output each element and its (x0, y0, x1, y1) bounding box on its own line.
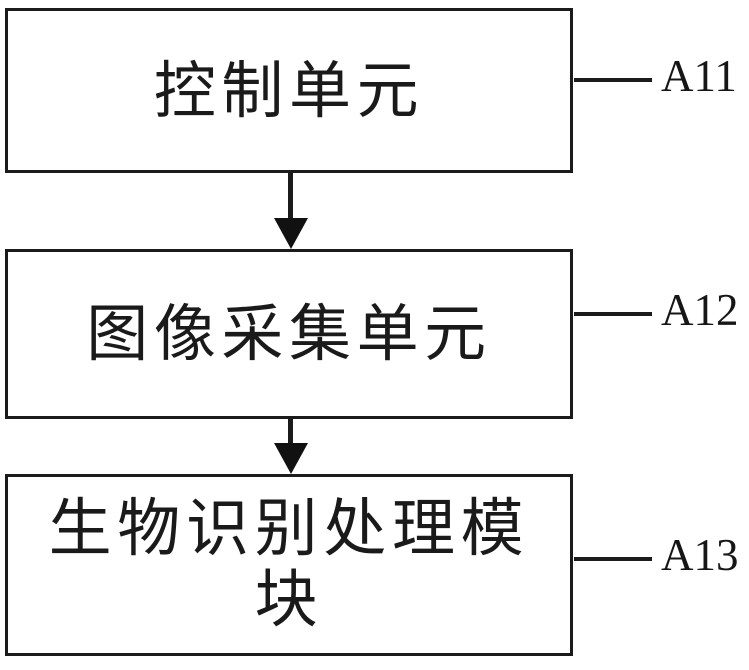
arrow-head-icon (274, 443, 308, 474)
reference-numeral-a12: A12 (661, 285, 739, 335)
block-image-capture-unit: 图像采集单元 (5, 249, 573, 419)
arrow-head-icon (274, 218, 308, 249)
reference-numeral-a13: A13 (661, 530, 739, 580)
leader-line-a12 (574, 312, 652, 316)
block-image-capture-unit-label: 图像采集单元 (86, 297, 492, 371)
block-biometric-processing-module-label: 生物识别处理模 块 (48, 492, 530, 636)
leader-line-a13 (574, 557, 652, 561)
reference-numeral-a11: A11 (661, 51, 737, 101)
arrow-shaft (288, 417, 293, 443)
leader-line-a11 (574, 78, 652, 82)
block-biometric-processing-module: 生物识别处理模 块 (5, 474, 573, 656)
block-control-unit: 控制单元 (5, 8, 573, 173)
arrow-shaft (288, 171, 293, 219)
block-control-unit-label: 控制单元 (153, 53, 425, 127)
